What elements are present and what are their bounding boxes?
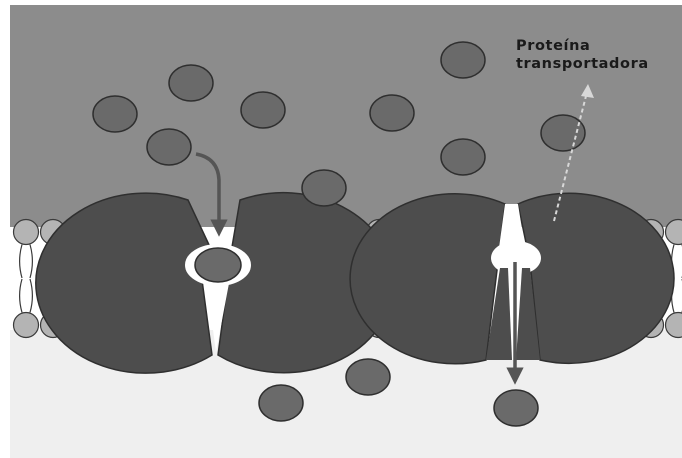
- protein-label-line1: Proteína: [516, 38, 590, 54]
- molecule: [259, 385, 303, 421]
- lipid-head: [14, 313, 39, 338]
- molecule: [93, 96, 137, 132]
- carrier-protein-right: [350, 193, 674, 363]
- lipid-head: [14, 220, 39, 245]
- molecule: [241, 92, 285, 128]
- molecule: [147, 129, 191, 165]
- bound-molecule: [195, 248, 241, 282]
- molecule: [541, 115, 585, 151]
- molecule: [169, 65, 213, 101]
- molecule: [494, 390, 538, 426]
- protein-label-line2: transportadora: [516, 56, 649, 72]
- molecule: [441, 42, 485, 78]
- molecule: [346, 359, 390, 395]
- molecule: [441, 139, 485, 175]
- molecule: [370, 95, 414, 131]
- molecule: [302, 170, 346, 206]
